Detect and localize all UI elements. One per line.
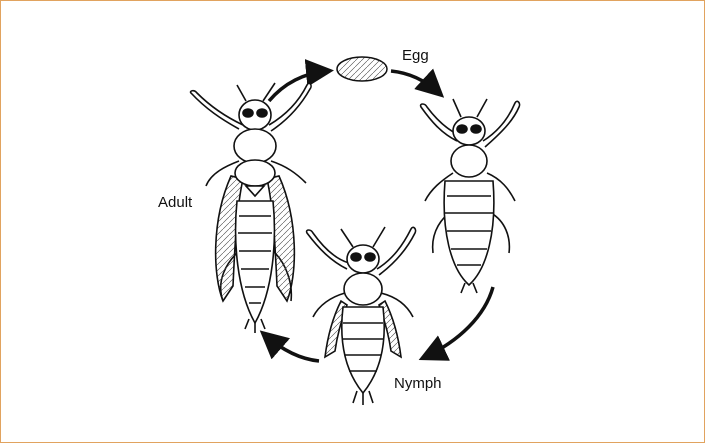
adult-drawing (191, 83, 312, 333)
arrow-nymph-to-adult (265, 335, 319, 361)
arrow-adult-to-egg (269, 71, 327, 101)
arrow-egg-to-larva (391, 71, 439, 93)
egg-label: Egg (402, 48, 429, 63)
larva-drawing (421, 99, 520, 293)
nymph-label: Nymph (394, 376, 442, 391)
egg-drawing (337, 57, 387, 81)
adult-label: Adult (158, 195, 192, 210)
arrow-larva-to-nymph (425, 287, 493, 357)
